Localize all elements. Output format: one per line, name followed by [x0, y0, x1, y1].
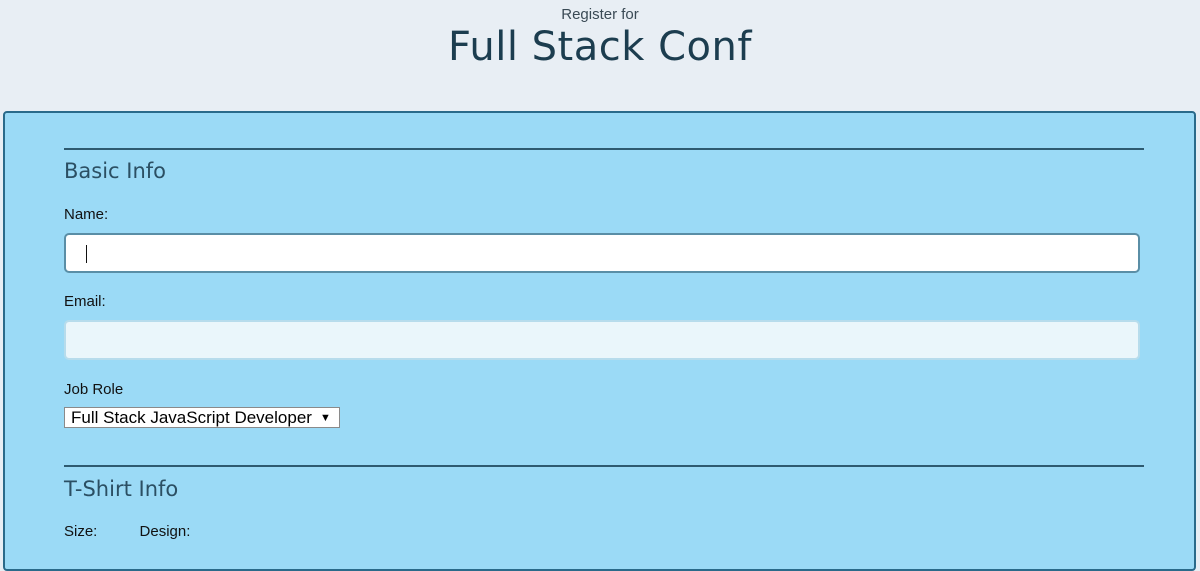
tshirt-info-legend: T-Shirt Info [64, 477, 179, 501]
basic-info-divider [64, 148, 1144, 150]
job-role-select[interactable]: Full Stack JavaScript Developer ▼ [64, 407, 340, 428]
size-label: Size: [64, 523, 98, 540]
name-label: Name: [64, 206, 109, 223]
name-input[interactable] [64, 233, 1140, 273]
job-role-label: Job Role [64, 381, 124, 398]
page-header: Register for Full Stack Conf [0, 0, 1200, 112]
tshirt-labels: Size: Design: [64, 523, 228, 540]
email-label: Email: [64, 293, 106, 310]
basic-info-legend: Basic Info [64, 159, 167, 183]
design-label: Design: [139, 523, 191, 540]
register-for-text: Register for [561, 6, 639, 23]
registration-form: Basic Info Name: Email: Job Role Full St… [3, 111, 1196, 571]
job-role-selected-value: Full Stack JavaScript Developer [71, 408, 312, 427]
page-title: Full Stack Conf [448, 24, 752, 70]
dropdown-arrow-icon: ▼ [319, 412, 331, 425]
tshirt-info-divider [64, 465, 1144, 467]
text-caret [86, 244, 87, 263]
email-input[interactable] [64, 320, 1140, 360]
